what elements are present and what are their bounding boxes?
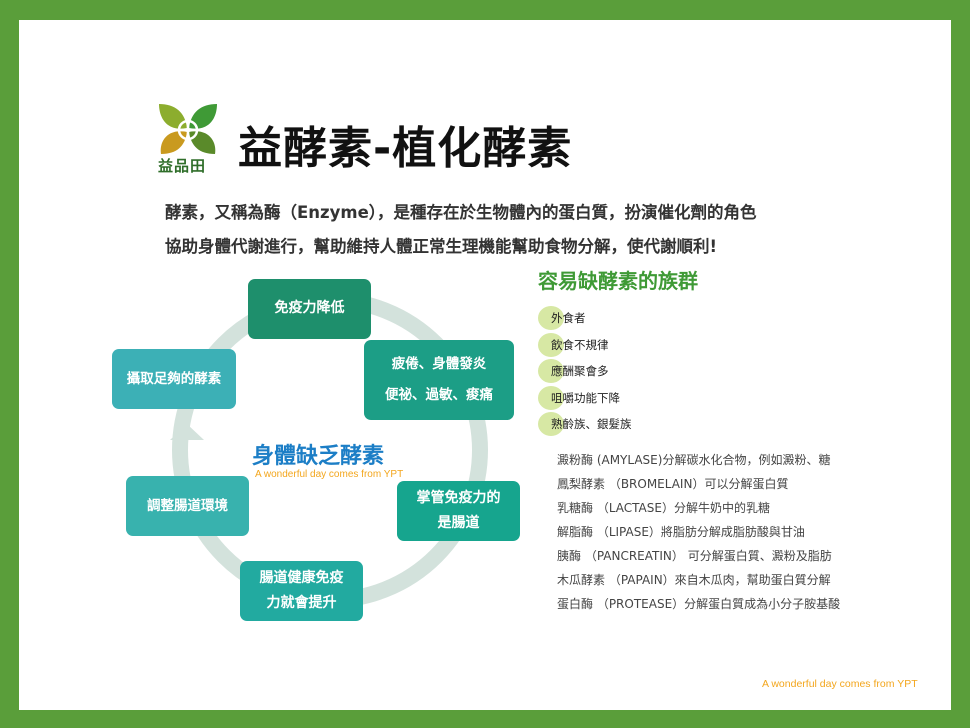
brand-logo-icon	[159, 104, 217, 154]
enzyme-item: 木瓜酵素 （PAPAIN）來自木瓜肉，幫助蛋白質分解	[557, 573, 831, 587]
list-item: 飲食不規律	[538, 332, 738, 359]
cycle-step-enough-enzyme: 攝取足夠的酵素	[112, 349, 236, 409]
cycle-step-gut-health: 腸道健康免疫 力就會提升	[240, 561, 363, 621]
groups-list: 外食者 飲食不規律 應酬聚會多 咀嚼功能下降 熟齡族、銀髮族	[538, 305, 738, 438]
bullet-circle-icon	[538, 332, 564, 357]
enzyme-item: 胰酶 （PANCREATIN） 可分解蛋白質、澱粉及脂肪	[557, 549, 832, 563]
list-item: 外食者	[538, 305, 738, 332]
page-title: 益酵素-植化酵素	[238, 123, 573, 174]
bullet-circle-icon	[538, 306, 564, 330]
groups-title: 容易缺酵素的族群	[538, 269, 698, 293]
bullet-circle-icon	[538, 359, 564, 383]
intro-line-1: 酵素，又稱為酶（Enzyme），是種存在於生物體內的蛋白質，扮演催化劑的角色	[165, 203, 757, 222]
cycle-step-label: 調整腸道環境	[147, 497, 228, 514]
enzyme-item: 乳糖酶 （LACTASE）分解牛奶中的乳糖	[557, 501, 770, 515]
list-item: 咀嚼功能下降	[538, 385, 738, 412]
cycle-step-label: 疲倦、身體發炎	[391, 355, 487, 372]
enzyme-item: 蛋白酶 （PROTEASE）分解蛋白質成為小分子胺基酸	[557, 597, 841, 611]
cycle-step-gut-manages-immunity: 掌管免疫力的 是腸道	[397, 481, 520, 541]
cycle-step-fatigue: 疲倦、身體發炎 便祕、過敏、痠痛	[364, 340, 514, 420]
list-item-label: 飲食不規律	[551, 337, 609, 352]
cycle-step-immune-down: 免疫力降低	[248, 279, 371, 339]
footer-tagline: A wonderful day comes from YPT	[762, 678, 918, 690]
list-item: 熟齡族、銀髮族	[538, 411, 738, 438]
cycle-step-label: 是腸道	[437, 515, 480, 531]
cycle-step-label: 免疫力降低	[274, 300, 345, 317]
cycle-step-label: 攝取足夠的酵素	[126, 370, 222, 387]
brand-logo-text: 益品田	[158, 157, 207, 175]
enzyme-list: 澱粉酶 (AMYLASE)分解碳水化合物，例如澱粉、糖 鳳梨酵素 （BROMEL…	[557, 450, 840, 618]
cycle-step-label: 便祕、過敏、痠痛	[385, 387, 493, 403]
intro-line-2: 協助身體代謝進行，幫助維持人體正常生理機能幫助食物分解，使代謝順利!	[165, 237, 718, 256]
bullet-circle-icon	[538, 412, 564, 436]
list-item: 應酬聚會多	[538, 358, 738, 385]
list-item-label: 應酬聚會多	[551, 364, 609, 378]
cycle-center-title: 身體缺乏酵素	[252, 444, 385, 469]
enzyme-item: 澱粉酶 (AMYLASE)分解碳水化合物，例如澱粉、糖	[557, 453, 831, 467]
cycle-step-label: 力就會提升	[266, 595, 337, 611]
list-item-label: 熟齡族、銀髮族	[551, 417, 632, 431]
enzyme-item: 鳳梨酵素 （BROMELAIN）可以分解蛋白質	[557, 477, 789, 491]
bullet-circle-icon	[538, 385, 564, 410]
list-item-label: 外食者	[551, 311, 586, 325]
enzyme-item: 解脂酶 （LIPASE）將脂肪分解成脂肪酸與甘油	[557, 525, 805, 539]
cycle-step-adjust-gut: 調整腸道環境	[126, 476, 249, 536]
cycle-step-label: 腸道健康免疫	[259, 569, 344, 586]
cycle-center-subtitle: A wonderful day comes from YPT	[255, 469, 404, 480]
cycle-step-label: 掌管免疫力的	[416, 489, 501, 506]
list-item-label: 咀嚼功能下降	[551, 390, 620, 405]
